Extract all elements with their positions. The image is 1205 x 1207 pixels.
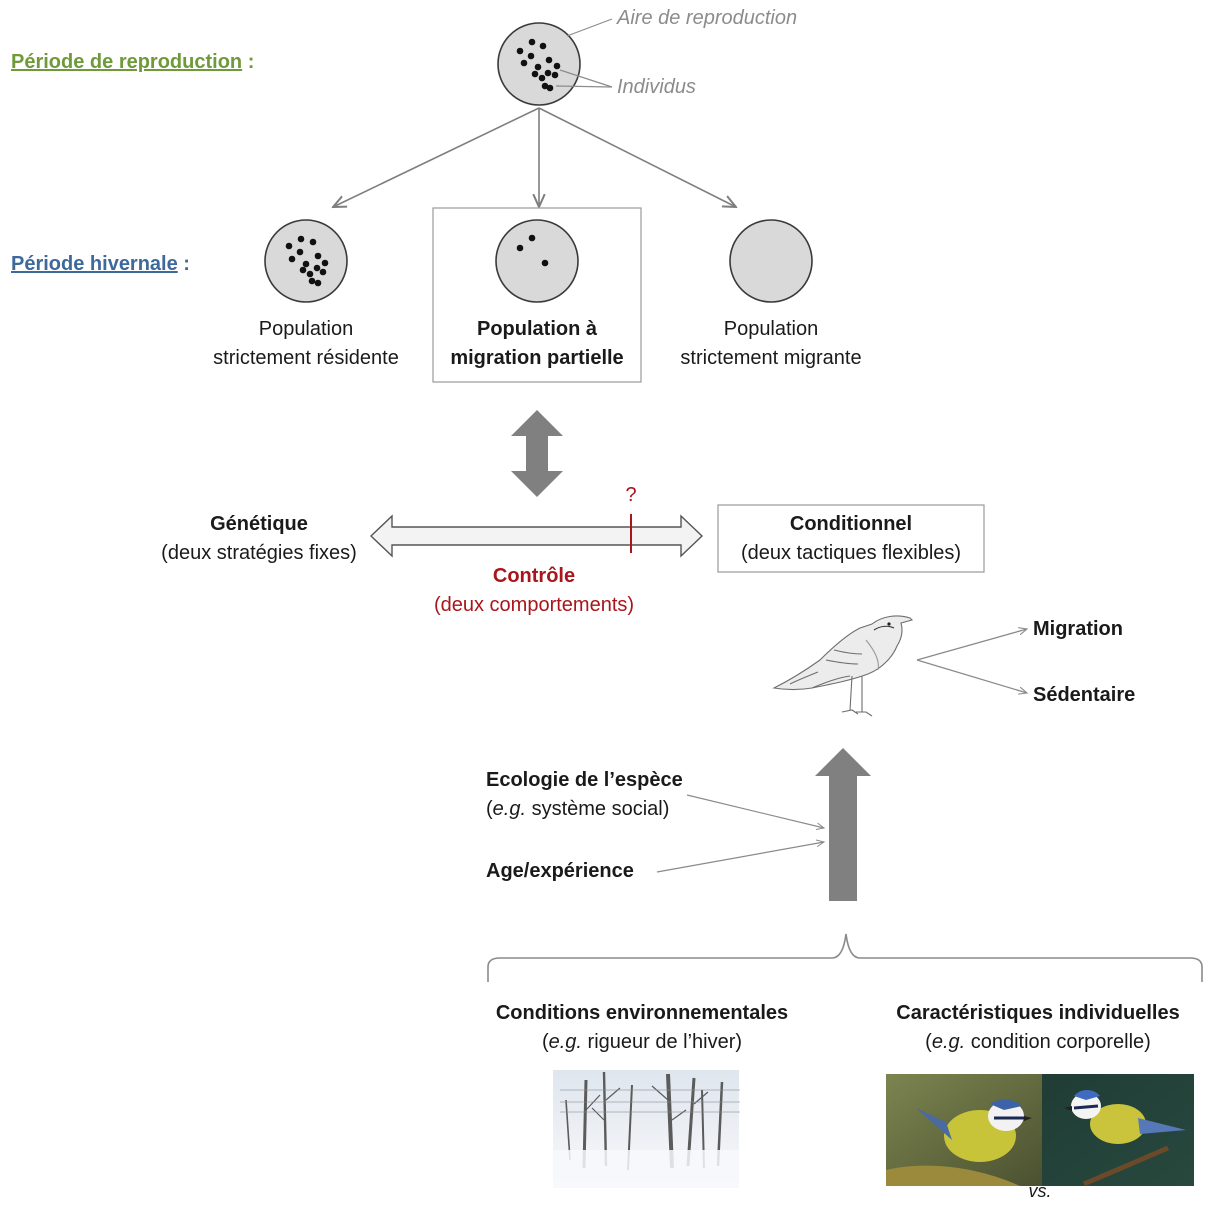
influence-up-arrow bbox=[815, 748, 871, 901]
migrant-population-label: Population strictement migrante bbox=[680, 315, 861, 373]
conditional-label: Conditionnel (deux tactiques flexibles) bbox=[741, 510, 961, 568]
individual-title: Caractéristiques individuelles bbox=[896, 1002, 1180, 1024]
partial-population-circle bbox=[495, 219, 579, 303]
arrow-to-resident bbox=[333, 107, 540, 207]
ecology-label: Ecologie de l’espèce (e.g. système socia… bbox=[486, 766, 683, 824]
individual-sub: (e.g. condition corporelle) bbox=[925, 1031, 1151, 1053]
arrow-from-ecology bbox=[686, 794, 824, 828]
genetic-label: Génétique (deux stratégies fixes) bbox=[161, 510, 357, 568]
resident-population-label: Population strictement résidente bbox=[213, 315, 399, 373]
partial-population-label: Population à migration partielle bbox=[450, 315, 623, 373]
arrow-to-sedentary bbox=[916, 659, 1027, 693]
environment-title: Conditions environnementales bbox=[495, 1002, 789, 1024]
control-label: Contrôle (deux comportements) bbox=[434, 562, 634, 620]
bird-sketch-icon bbox=[772, 615, 914, 717]
breeding-period-colon: : bbox=[242, 51, 255, 73]
environment-label: Conditions environnementales (e.g. rigue… bbox=[496, 999, 788, 1057]
individuals-leader-1 bbox=[559, 69, 613, 88]
control-axis-arrow bbox=[369, 514, 704, 558]
blue-tit-photo bbox=[886, 1074, 1194, 1187]
individuals-leader-2 bbox=[555, 85, 613, 88]
snowy-forest-photo bbox=[553, 1070, 740, 1188]
partial-migration-box bbox=[432, 207, 642, 383]
winter-period-text: Période hivernale bbox=[11, 253, 178, 275]
sedentary-outcome: Sédentaire bbox=[1033, 684, 1136, 706]
conditional-box bbox=[717, 504, 985, 573]
control-sub: (deux comportements) bbox=[433, 594, 635, 616]
partial-line-1: Population à bbox=[477, 318, 597, 340]
individuals-label: Individus bbox=[617, 76, 696, 98]
conditional-title: Conditionnel bbox=[789, 513, 913, 535]
environment-rest: rigueur de l’hiver) bbox=[581, 1031, 743, 1053]
individual-label: Caractéristiques individuelles (e.g. con… bbox=[896, 999, 1179, 1057]
control-title: Contrôle bbox=[492, 565, 576, 587]
resident-line-2: strictement résidente bbox=[213, 347, 399, 369]
breeding-area-leader bbox=[566, 18, 613, 37]
question-mark: ? bbox=[625, 484, 637, 506]
breeding-area-label: Aire de reproduction bbox=[617, 7, 798, 29]
age-label: Age/expérience bbox=[486, 860, 634, 882]
arrow-from-age bbox=[656, 842, 824, 873]
migration-outcome: Migration bbox=[1033, 618, 1123, 640]
genetic-sub: (deux stratégies fixes) bbox=[161, 542, 357, 564]
resident-population-circle bbox=[264, 219, 348, 303]
ecology-sub: (e.g. système social) bbox=[486, 798, 670, 820]
ecology-title: Ecologie de l’espèce bbox=[486, 769, 683, 791]
migrant-line-2: strictement migrante bbox=[680, 347, 862, 369]
arrow-to-migrant bbox=[538, 107, 736, 207]
arrow-to-migration bbox=[916, 629, 1027, 661]
resident-line-1: Population bbox=[258, 318, 354, 340]
environment-eg: e.g. bbox=[548, 1031, 582, 1053]
individual-eg: e.g. bbox=[931, 1031, 966, 1053]
conditional-sub: (deux tactiques flexibles) bbox=[740, 542, 962, 564]
winter-period-label: Période hivernale : bbox=[11, 250, 190, 279]
breeding-period-label: Période de reproduction : bbox=[11, 48, 254, 77]
double-arrow-vertical bbox=[511, 410, 563, 497]
breeding-area-circle bbox=[497, 22, 581, 106]
factors-brace bbox=[487, 933, 1203, 982]
winter-period-colon: : bbox=[177, 253, 190, 275]
partial-line-2: migration partielle bbox=[450, 347, 624, 369]
ecology-rest: système social) bbox=[526, 798, 670, 820]
migrant-line-1: Population bbox=[723, 318, 819, 340]
individual-rest: condition corporelle) bbox=[965, 1031, 1151, 1053]
versus-label: vs. bbox=[1028, 1181, 1052, 1201]
genetic-title: Génétique bbox=[210, 513, 308, 535]
environment-sub: (e.g. rigueur de l’hiver) bbox=[541, 1031, 743, 1053]
ecology-eg: e.g. bbox=[492, 798, 527, 820]
migrant-population-circle bbox=[729, 219, 813, 303]
breeding-period-text: Période de reproduction bbox=[11, 51, 243, 73]
